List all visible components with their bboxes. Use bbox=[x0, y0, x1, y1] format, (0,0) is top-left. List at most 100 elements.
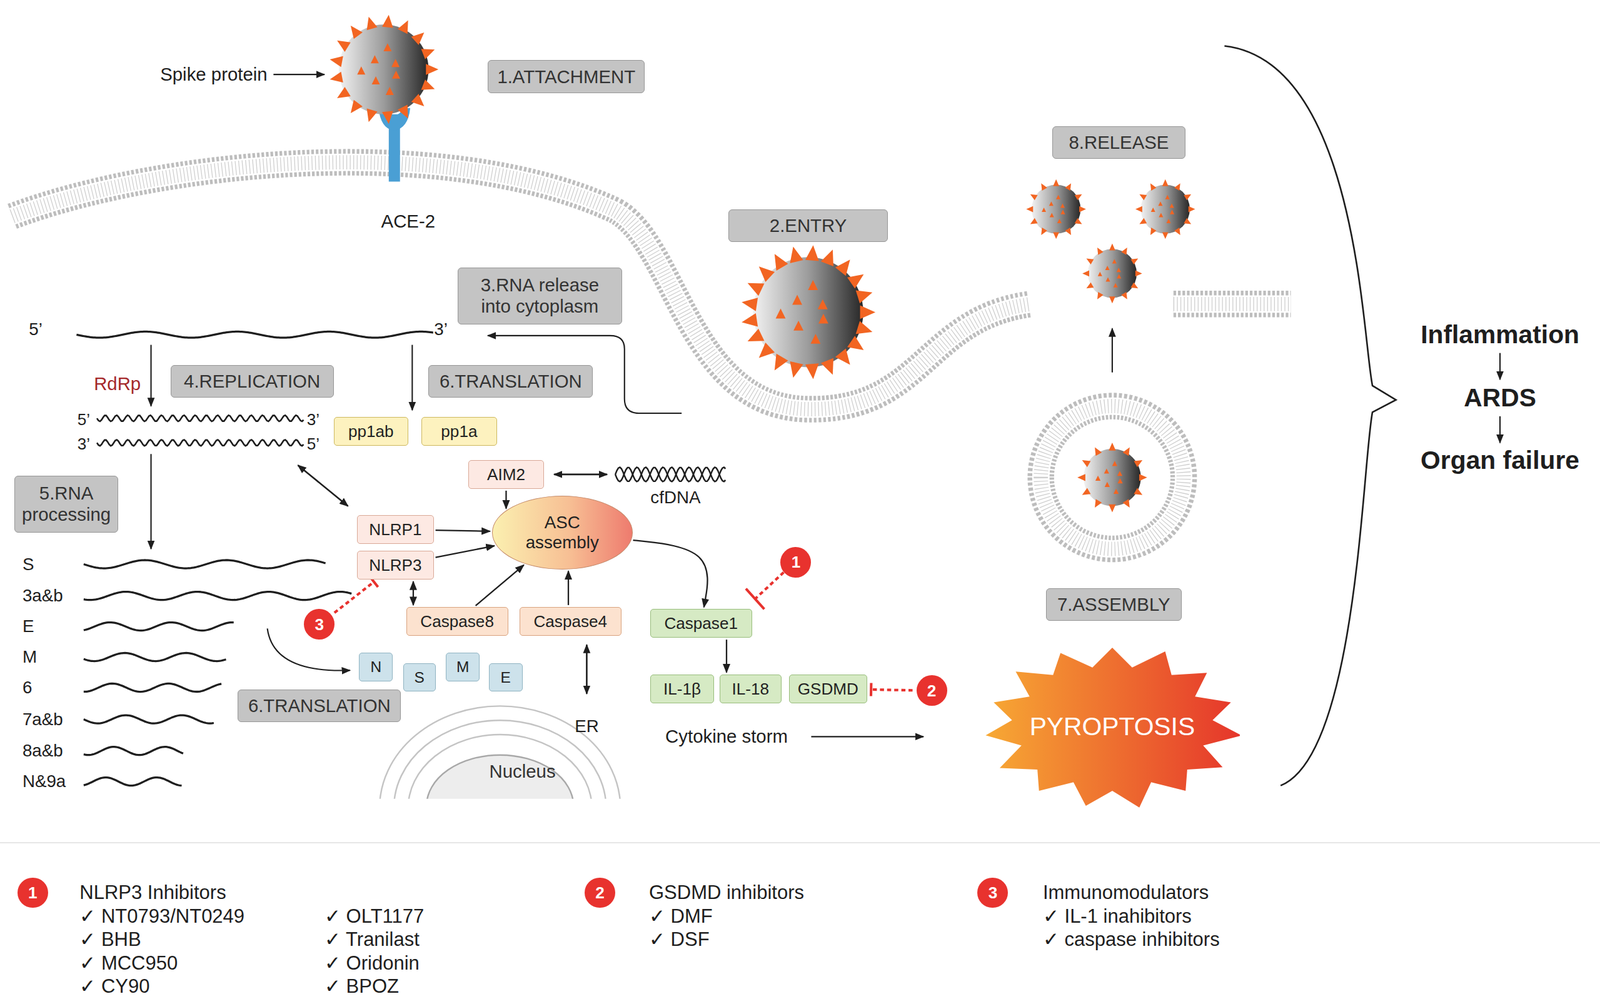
flow-arrow bbox=[1111, 328, 1113, 373]
lipid-core bbox=[1173, 295, 1292, 313]
annotation: M bbox=[22, 647, 37, 668]
spike bbox=[382, 15, 394, 29]
legend-text: ✓ caspase inhibitors bbox=[1042, 928, 1220, 951]
annotation: 3a&b bbox=[22, 585, 64, 606]
rna-strand bbox=[83, 715, 214, 724]
annotation: 8a&b bbox=[22, 740, 64, 761]
node-text: PYROPTOSIS bbox=[1029, 712, 1196, 742]
separator bbox=[0, 842, 1600, 844]
arrow-connector bbox=[475, 565, 524, 606]
annotation: 5’ bbox=[306, 434, 320, 454]
step-label: 5.RNA processing bbox=[14, 475, 118, 533]
node-text: NLRP1 bbox=[368, 520, 422, 539]
flow-arrow bbox=[1499, 353, 1501, 380]
spike bbox=[1162, 179, 1169, 187]
spike bbox=[790, 361, 804, 378]
inhibition-line bbox=[870, 689, 913, 691]
step-label: 6.TRANSLATION bbox=[237, 689, 401, 723]
step-label: 2.ENTRY bbox=[728, 209, 888, 242]
double-arrow bbox=[298, 465, 349, 506]
spike bbox=[1041, 207, 1047, 212]
spike bbox=[1122, 447, 1130, 457]
spike bbox=[1060, 203, 1065, 208]
spike bbox=[1121, 291, 1128, 300]
node-text: AIM2 bbox=[487, 465, 526, 484]
node-text: 6.TRANSLATION bbox=[439, 370, 583, 393]
lipid-tails bbox=[1041, 406, 1184, 549]
rna-strand bbox=[83, 777, 182, 786]
spike bbox=[1074, 218, 1083, 225]
spike bbox=[1151, 207, 1156, 212]
node-text: pp1a bbox=[440, 422, 478, 441]
arrow-connector bbox=[568, 570, 569, 605]
spike bbox=[1162, 231, 1169, 239]
arrows bbox=[151, 45, 1501, 786]
legend-text: ✓ Oridonin bbox=[324, 952, 420, 975]
spike bbox=[1117, 478, 1123, 484]
spike bbox=[775, 308, 786, 319]
double-arrow bbox=[553, 473, 608, 476]
spike bbox=[1139, 218, 1147, 225]
spike bbox=[330, 71, 344, 83]
virion bbox=[1082, 243, 1143, 304]
spike bbox=[1117, 470, 1123, 476]
spike bbox=[1106, 276, 1111, 282]
spike bbox=[807, 280, 818, 291]
spike bbox=[385, 86, 394, 96]
spike bbox=[1097, 271, 1103, 277]
annotation: N&9a bbox=[22, 771, 66, 792]
spike bbox=[421, 48, 436, 59]
pointer-arrow bbox=[273, 73, 325, 76]
inhibition-line bbox=[334, 582, 374, 613]
spike bbox=[820, 249, 834, 267]
sensor-box: NLRP3 bbox=[357, 550, 434, 580]
spike bbox=[847, 274, 864, 289]
spike bbox=[1183, 218, 1192, 225]
callout-number: 2 bbox=[916, 675, 948, 706]
spike bbox=[1174, 183, 1181, 191]
spike bbox=[1104, 468, 1110, 474]
spike bbox=[1130, 282, 1138, 289]
lipid-heads bbox=[1041, 406, 1184, 549]
virion-body bbox=[1087, 248, 1137, 298]
spike bbox=[774, 253, 789, 271]
step-label: 7.ASSEMBLY bbox=[1046, 588, 1182, 621]
rna-strand bbox=[83, 652, 227, 661]
flow-arrow bbox=[810, 735, 924, 738]
node-text: 1 bbox=[791, 552, 801, 572]
node-text: 4.REPLICATION bbox=[183, 370, 321, 393]
node-text: 3 bbox=[988, 883, 998, 903]
spike bbox=[1133, 460, 1143, 468]
spike bbox=[1104, 482, 1110, 488]
node-text: ASC assembly bbox=[520, 512, 604, 553]
spike bbox=[1108, 504, 1116, 513]
spike bbox=[1082, 460, 1092, 468]
flow-arrow bbox=[150, 453, 152, 549]
spike bbox=[1150, 227, 1157, 236]
effector-box: Caspase1 bbox=[650, 608, 753, 638]
spike bbox=[1074, 194, 1083, 201]
legend-text: ✓ BHB bbox=[79, 928, 141, 951]
spike bbox=[860, 305, 876, 320]
spike bbox=[1174, 227, 1181, 236]
flow-arrow bbox=[411, 345, 413, 411]
legend-text: ✓ OLT1177 bbox=[324, 905, 424, 928]
lipid-heads bbox=[12, 162, 1032, 410]
effector-box: IL-1β bbox=[650, 674, 715, 704]
inhibition-line bbox=[334, 577, 379, 614]
arrow-connector bbox=[412, 581, 414, 606]
asc-ellipse: ASC assembly bbox=[492, 495, 633, 570]
flow-arrow bbox=[150, 345, 152, 407]
virion bbox=[741, 245, 876, 379]
rna-strands bbox=[76, 331, 726, 786]
annotation: 3’ bbox=[433, 319, 448, 340]
arrow-path bbox=[725, 639, 728, 673]
virion-body bbox=[338, 24, 429, 115]
spike bbox=[835, 259, 851, 276]
inhibition-bar bbox=[869, 682, 873, 696]
spike bbox=[1169, 210, 1175, 215]
ace2-receptor bbox=[378, 108, 411, 182]
protein-box: N bbox=[358, 652, 393, 682]
spike bbox=[1049, 213, 1055, 218]
